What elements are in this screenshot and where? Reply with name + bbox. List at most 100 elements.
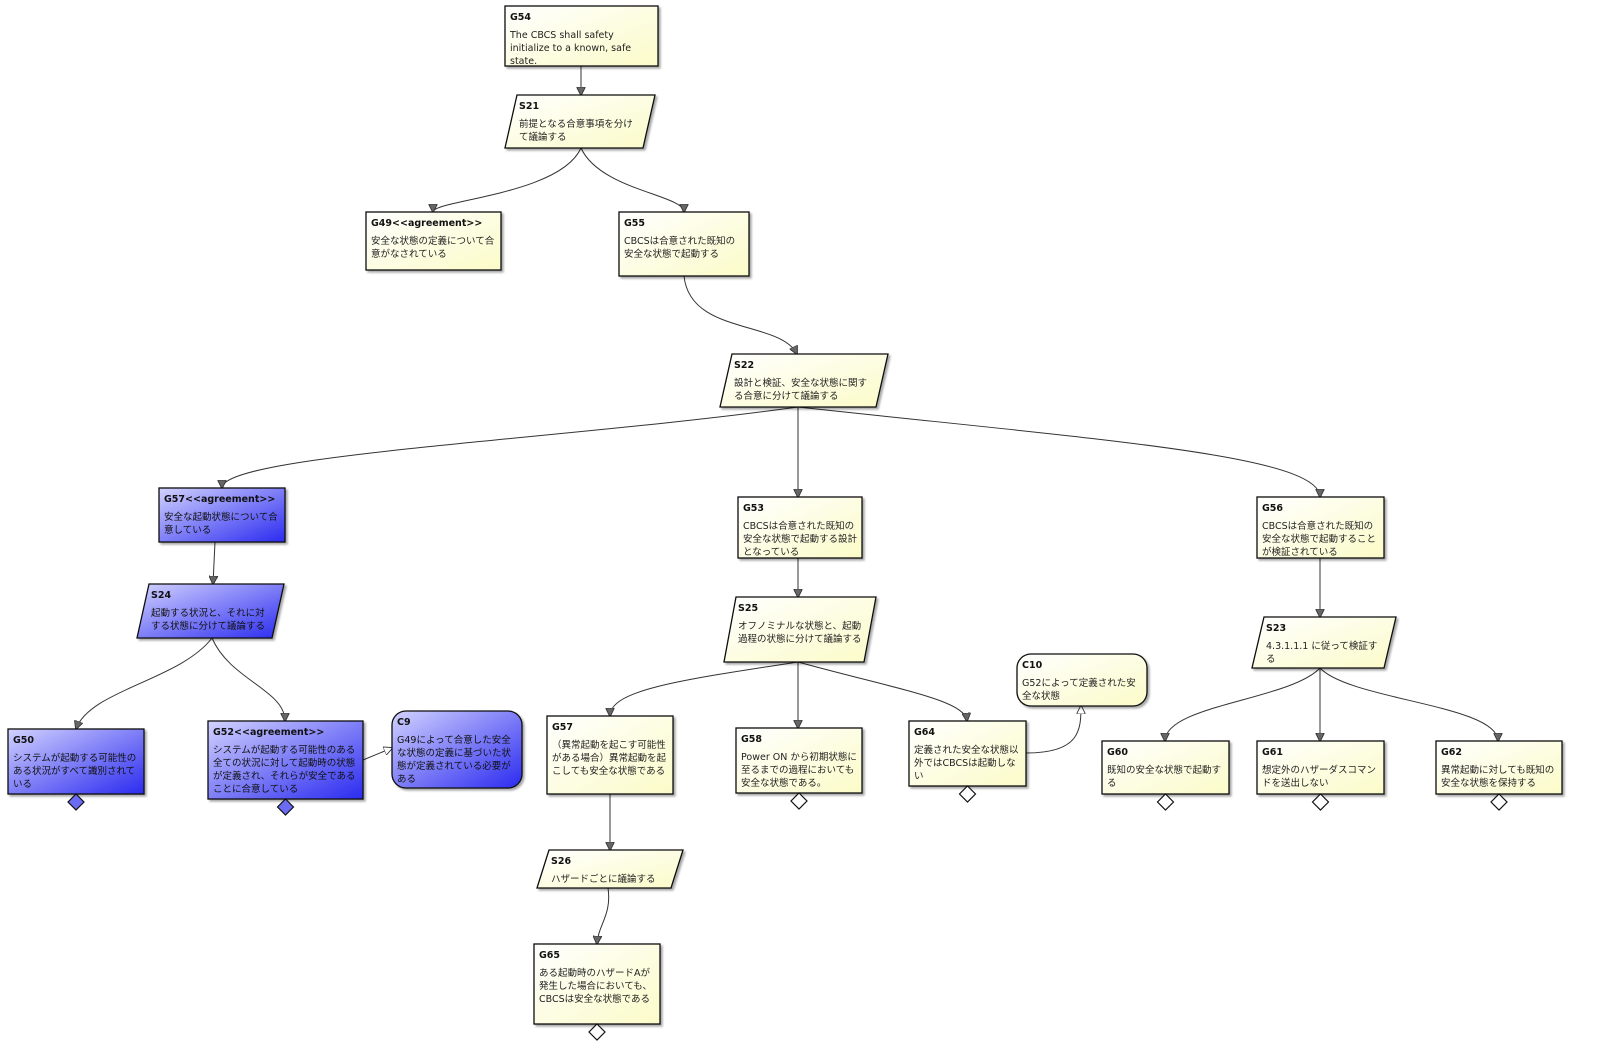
supported-by-edge-s24-g52 [211,637,285,721]
undeveloped-diamond-g61 [1311,793,1330,811]
undeveloped-diamond-g50 [67,793,85,811]
node-description: オフノミナルな状態と、起動過程の状態に分けて議論する [738,621,862,645]
node-label-g49: G49<<agreement>> 安全な状態の定義について合意がなされている [371,217,496,261]
supported-by-edge-s24-g50 [76,637,213,729]
node-id: S22 [734,360,755,371]
gsn-strategy-s21[interactable] [504,94,656,149]
node-label-s22: S22 設計と検証、安全な状態に関する合意に分けて議論する [734,359,874,403]
node-id: G53 [743,503,765,514]
node-id: G65 [539,950,561,961]
node-description: CBCSは合意された既知の安全な状態で起動する設計となっている [743,521,858,558]
node-id: G62 [1441,747,1463,758]
gsn-context-c9[interactable] [391,710,523,789]
node-description: 定義された安全な状態以外ではCBCSは起動しない [914,745,1019,782]
undeveloped-diamond-g60 [1156,793,1175,811]
gsn-goal-g54[interactable] [504,5,659,67]
gsn-goal-g57b[interactable] [546,715,674,795]
node-label-s25: S25 オフノミナルな状態と、起動過程の状態に分けて議論する [738,602,862,646]
undeveloped-diamond-g52 [276,798,295,816]
supported-by-edge-s21-g55 [580,147,684,212]
node-label-g52: G52<<agreement>> システムが起動する可能性のある全ての状況に対して… [213,726,358,796]
node-description: 起動する状況と、それに対する状態に分けて議論する [151,608,266,632]
node-description: Power ON から初期状態に至るまでの過程においても安全な状態である。 [741,752,857,789]
node-id: G58 [741,734,763,745]
node-description: ハザードごとに議論する [551,874,656,885]
node-label-g57a: G57<<agreement>> 安全な起動状態について合意している [164,493,280,537]
node-description: 設計と検証、安全な状態に関する合意に分けて議論する [734,378,868,402]
node-label-g61: G61 想定外のハザーダスコマンドを送出しない [1262,746,1379,790]
undeveloped-diamond-g62 [1490,793,1508,811]
supported-by-edge-g57a-s24 [213,541,215,584]
node-description: （異常起動を起こす可能性がある場合）異常起動を起こしても安全な状態である [552,740,667,777]
node-description: 前提となる合意事項を分けて議論する [519,119,633,143]
gsn-strategy-s24[interactable] [136,583,285,639]
node-id: G57<<agreement>> [164,494,276,505]
node-description: The CBCS shall safety initialize to a kn… [510,30,632,67]
node-id: C10 [1022,660,1043,671]
node-id: C9 [397,717,411,728]
supported-by-edge-s23-g60 [1165,667,1321,741]
gsn-strategy-s22[interactable] [719,353,889,408]
gsn-goal-g50[interactable] [7,728,145,795]
supported-by-edge-s22-g57a [222,406,799,488]
node-id: G57 [552,722,574,733]
gsn-strategy-s23[interactable] [1251,616,1397,669]
node-id: G54 [510,12,532,23]
node-id: G64 [914,727,936,738]
node-id: S25 [738,603,759,614]
gsn-strategy-s25[interactable] [723,596,877,663]
node-description: 安全な起動状態について合意している [164,512,278,536]
gsn-goal-g53[interactable] [737,496,863,559]
node-description: CBCSは合意された既知の安全な状態で起動することが検証されている [1262,521,1377,558]
gsn-strategy-s26[interactable] [536,849,684,889]
supported-by-edge-g55-s22 [683,275,797,354]
gsn-goal-g64[interactable] [908,720,1027,787]
node-label-g62: G62 異常起動に対しても既知の安全な状態を保持する [1441,746,1557,790]
node-id: G50 [13,735,35,746]
gsn-goal-g62[interactable] [1435,740,1563,795]
gsn-goal-g65[interactable] [533,943,661,1025]
supported-by-edge-s23-g62 [1319,667,1498,741]
gsn-context-c10[interactable] [1016,653,1148,707]
supported-by-edge-s26-g65 [597,887,610,944]
undeveloped-diamond-g58 [790,792,808,810]
gsn-goal-g57a[interactable] [158,487,286,543]
node-description: 安全な状態の定義について合意がなされている [371,236,495,260]
supported-by-edge-s22-g56 [797,406,1320,497]
node-id: G60 [1107,747,1129,758]
gsn-goal-g56[interactable] [1256,496,1385,559]
node-description: G49によって合意した安全な状態の定義に基づいた状態が定義されている必要がある [397,735,512,785]
undeveloped-diamond-g64 [958,785,977,803]
undeveloped-diamond-g65 [588,1023,606,1041]
node-id: G49<<agreement>> [371,218,483,229]
gsn-goal-g55[interactable] [618,211,750,277]
node-description: 想定外のハザーダスコマンドを送出しない [1262,765,1377,789]
node-id: S23 [1266,623,1287,634]
supported-by-edge-s25-g64 [797,661,967,721]
node-id: S21 [519,101,540,112]
gsn-goal-g60[interactable] [1101,740,1230,795]
node-description: 異常起動に対しても既知の安全な状態を保持する [1441,765,1555,789]
gsn-goal-g52[interactable] [207,720,364,800]
node-description: システムが起動する可能性のある状況がすべて識別されている [13,753,137,790]
node-id: G52<<agreement>> [213,727,325,738]
node-description: CBCSは合意された既知の安全な状態で起動する [624,236,736,260]
node-id: G61 [1262,747,1284,758]
node-description: システムが起動する可能性のある全ての状況に対して起動時の状態が定義され、それらが… [213,745,356,795]
node-id: G55 [624,218,646,229]
gsn-goal-g58[interactable] [735,727,863,794]
gsn-goal-g49[interactable] [365,211,502,271]
